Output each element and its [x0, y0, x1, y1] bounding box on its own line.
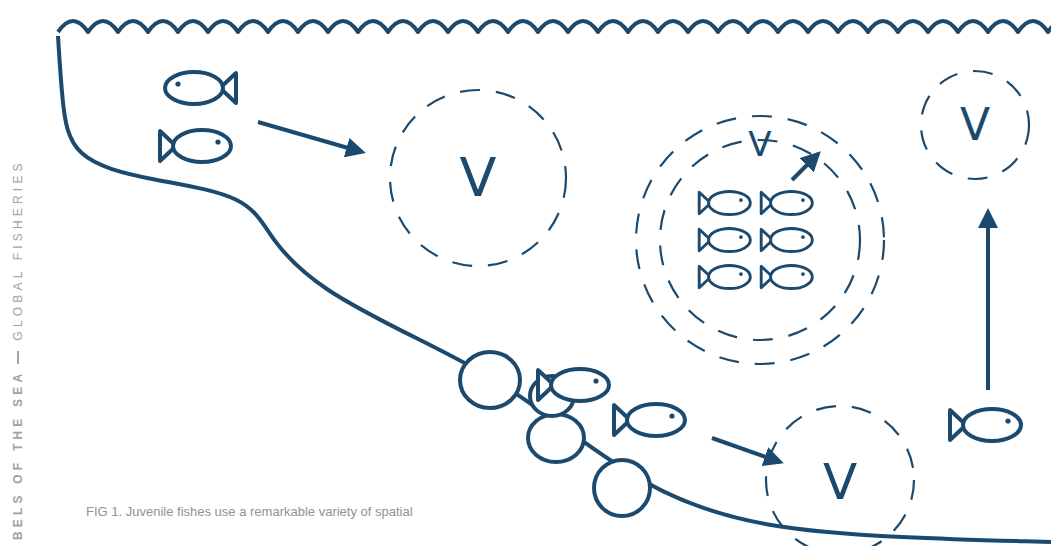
fish-body [709, 228, 751, 251]
fish-body [709, 191, 751, 214]
fish [761, 265, 812, 288]
sidebar: BELS OF THE SEA GLOBAL FISHERIES [11, 159, 25, 540]
fish-eye [175, 81, 180, 86]
fish-eye [739, 272, 743, 276]
fish-eye [215, 139, 220, 144]
fish-eye [669, 413, 674, 418]
fish-eye [739, 198, 743, 202]
fish [699, 191, 750, 214]
fish-body [709, 265, 751, 288]
fish-eye [739, 235, 743, 239]
dashed-circle-node: V [635, 115, 885, 365]
water-surface [58, 21, 1051, 32]
fish [538, 369, 609, 401]
fish-body [771, 265, 813, 288]
zone-letter: V [388, 151, 568, 205]
dashed-ring [660, 140, 860, 340]
fish [699, 265, 750, 288]
fish-eye [801, 198, 805, 202]
fish [761, 228, 812, 251]
fish [614, 404, 685, 436]
fish-body [165, 72, 223, 104]
dashed-ring [636, 116, 884, 364]
separator-bar [17, 351, 19, 364]
dashed-ring [766, 406, 914, 546]
dashed-circle-node: V [388, 88, 568, 268]
fish-body [551, 369, 609, 401]
figure-caption: FIG 1. Juvenile fishes use a remarkable … [86, 504, 446, 519]
sidebar-label: GLOBAL FISHERIES [11, 159, 25, 340]
fish-eye [801, 235, 805, 239]
fish [160, 130, 231, 162]
sea-floor [58, 36, 1051, 542]
fish [165, 72, 236, 104]
rock [528, 414, 584, 462]
fish [761, 191, 812, 214]
fish-body [963, 409, 1021, 441]
dashed-ring [921, 71, 1029, 179]
rock [460, 352, 520, 408]
fish-body [627, 404, 685, 436]
fish [699, 228, 750, 251]
fish-body [771, 228, 813, 251]
zone-letter: V [635, 127, 885, 161]
movement-arrow [258, 122, 362, 152]
rock [594, 460, 650, 516]
dashed-circle-node: V [920, 70, 1030, 180]
fish-eye [593, 378, 598, 383]
fish-body [173, 130, 231, 162]
fish [950, 409, 1021, 441]
zone-letter: V [920, 103, 1030, 147]
fish-body [771, 191, 813, 214]
fish-eye [1005, 418, 1010, 423]
zone-letter: V [765, 457, 915, 507]
movement-arrow [986, 212, 990, 390]
sidebar-label: BELS OF THE SEA [11, 370, 25, 540]
dashed-circle-node: V [765, 405, 915, 546]
fish-eye [801, 272, 805, 276]
movement-arrow [792, 154, 818, 180]
